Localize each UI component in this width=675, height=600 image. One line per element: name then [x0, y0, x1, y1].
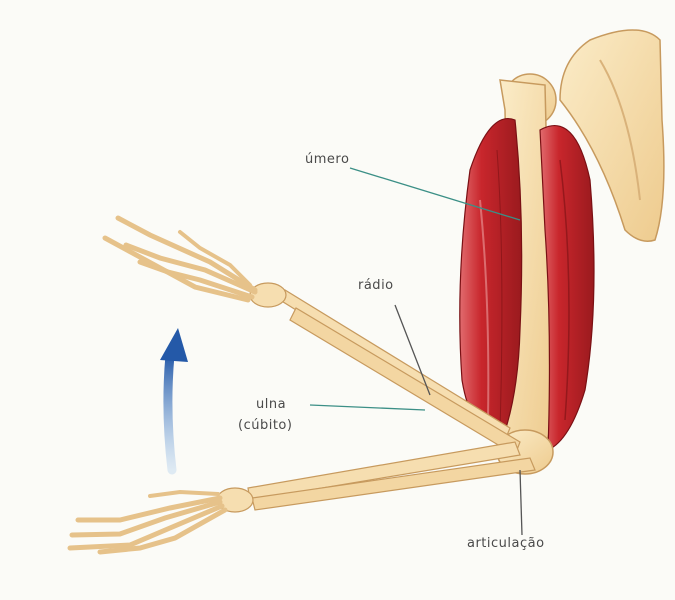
- biceps-muscle: [460, 119, 522, 445]
- label-ulna-alt: (cúbito): [238, 418, 292, 434]
- label-radius: rádio: [358, 278, 394, 294]
- leader-joint: [520, 470, 522, 535]
- label-joint: articulação: [467, 536, 545, 552]
- motion-arrow-icon: [160, 328, 188, 470]
- label-ulna: ulna: [256, 397, 286, 413]
- leader-ulna: [310, 405, 425, 410]
- label-humerus: úmero: [305, 152, 349, 168]
- forearm-lowered: [70, 442, 535, 552]
